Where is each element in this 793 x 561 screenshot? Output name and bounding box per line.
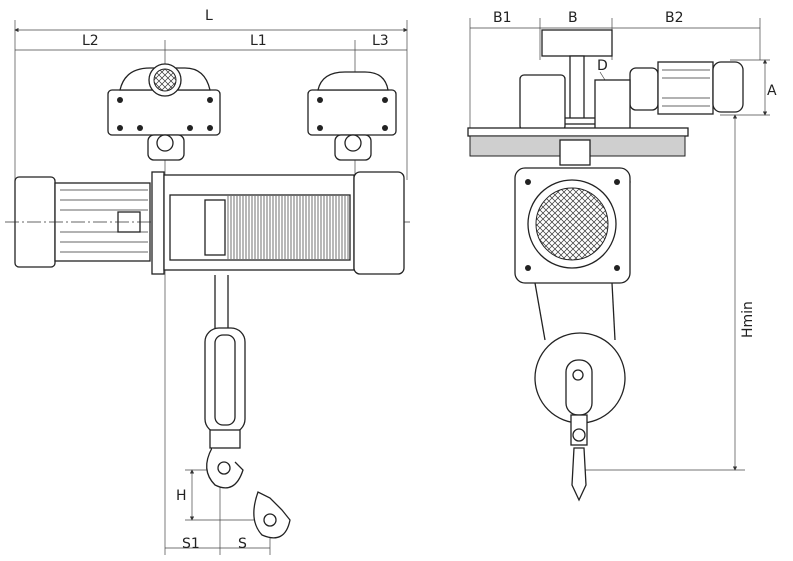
- label-L: L: [205, 8, 213, 24]
- i-beam: [539, 29, 615, 125]
- trolley-right: [307, 71, 397, 161]
- label-Hmin: Hmin: [740, 301, 756, 338]
- travel-motor: [629, 61, 744, 115]
- label-L2: L2: [82, 33, 99, 49]
- side-view: L L2 L1 L3 H S1 S: [5, 8, 410, 555]
- label-L3: L3: [372, 33, 389, 49]
- label-B1: B1: [493, 10, 512, 26]
- hook-block: [204, 275, 291, 539]
- trolley-frame: [467, 74, 689, 188]
- label-A: A: [767, 83, 777, 99]
- pulley-block: [534, 282, 626, 502]
- label-D: D: [597, 58, 608, 74]
- label-L1: L1: [250, 33, 267, 49]
- gearbox-housing: [514, 167, 631, 284]
- label-S: S: [238, 536, 247, 552]
- label-S1: S1: [182, 536, 200, 552]
- end-view: B1 B B2 D A Hmin: [467, 10, 777, 502]
- label-H: H: [176, 488, 187, 504]
- trolley-left: [107, 63, 221, 161]
- label-B2: B2: [665, 10, 684, 26]
- label-B: B: [568, 10, 578, 26]
- rope-drum: [151, 171, 405, 275]
